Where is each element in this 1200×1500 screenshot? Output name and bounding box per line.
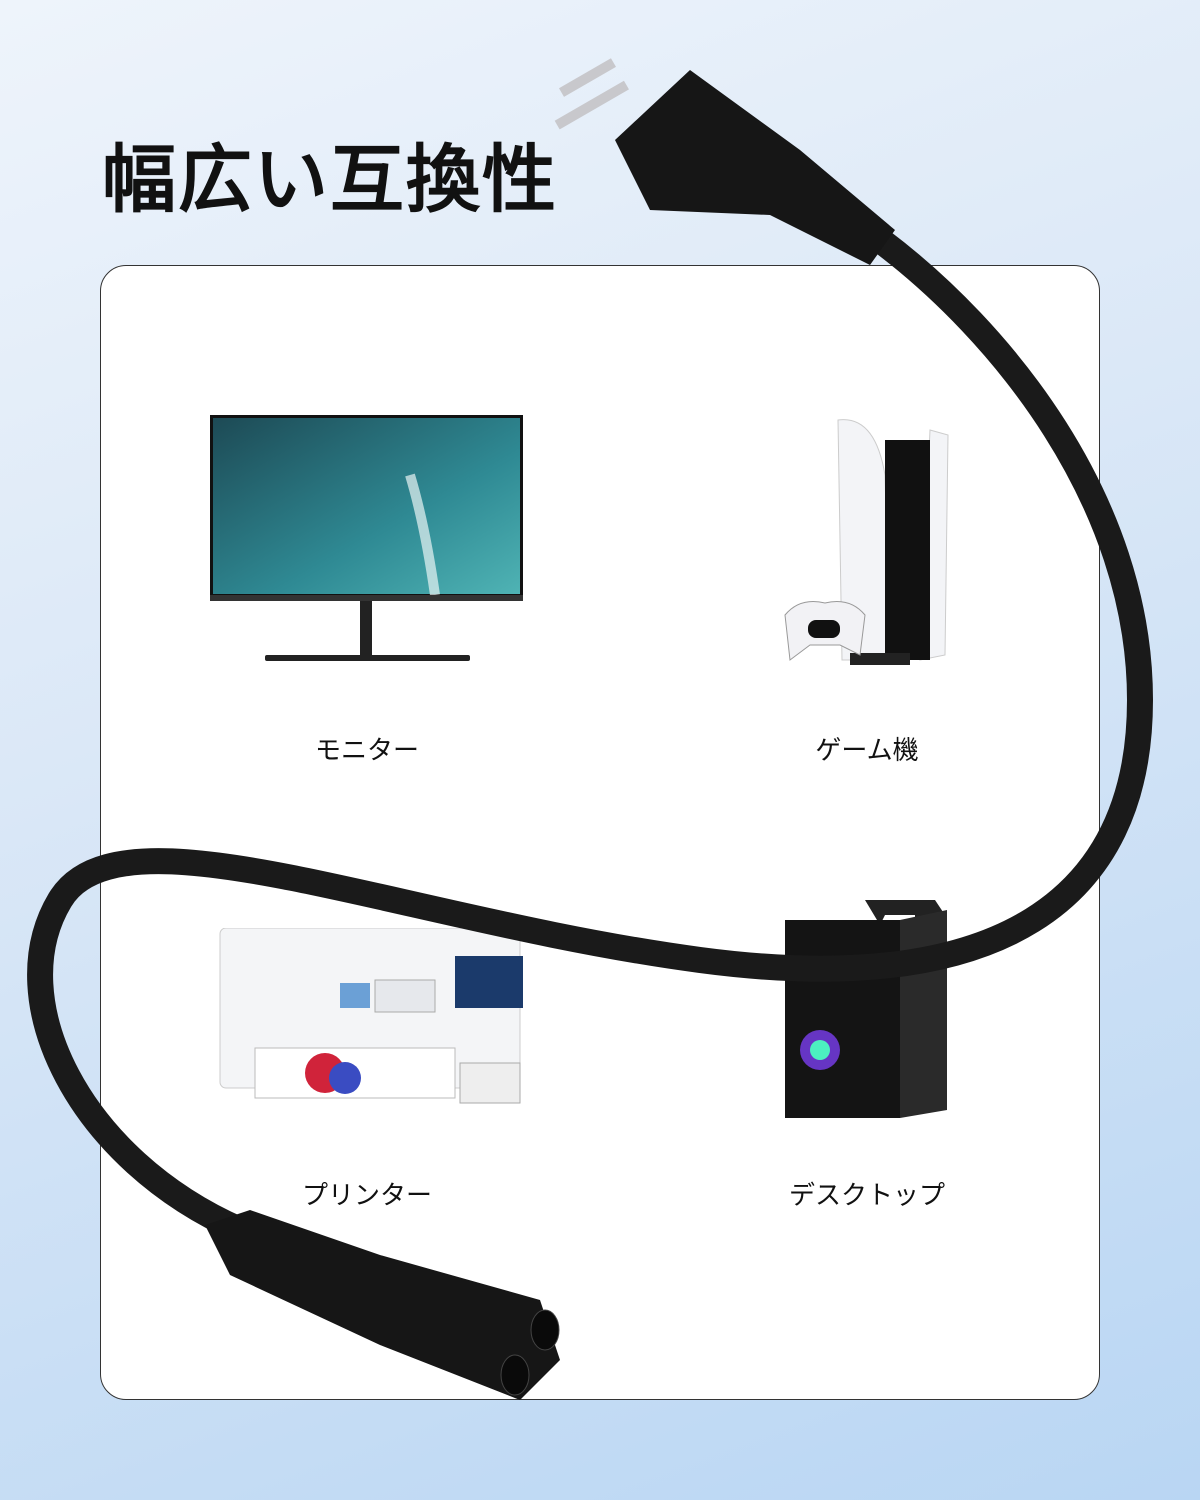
device-label-printer: プリンター <box>301 1181 432 1211</box>
monitor-image <box>210 415 525 665</box>
figure-8-connector-icon <box>205 1210 560 1400</box>
device-label-desktop: デスクトップ <box>788 1181 945 1211</box>
device-label-game-console: ゲーム機 <box>815 736 919 766</box>
us-plug-icon <box>554 58 895 265</box>
page-title: 幅広い互換性 <box>102 137 558 223</box>
device-label-monitor: モニター <box>314 736 419 766</box>
desktop-pc-image <box>785 900 950 1120</box>
printer-image <box>215 927 527 1106</box>
game-console-image <box>780 415 955 670</box>
